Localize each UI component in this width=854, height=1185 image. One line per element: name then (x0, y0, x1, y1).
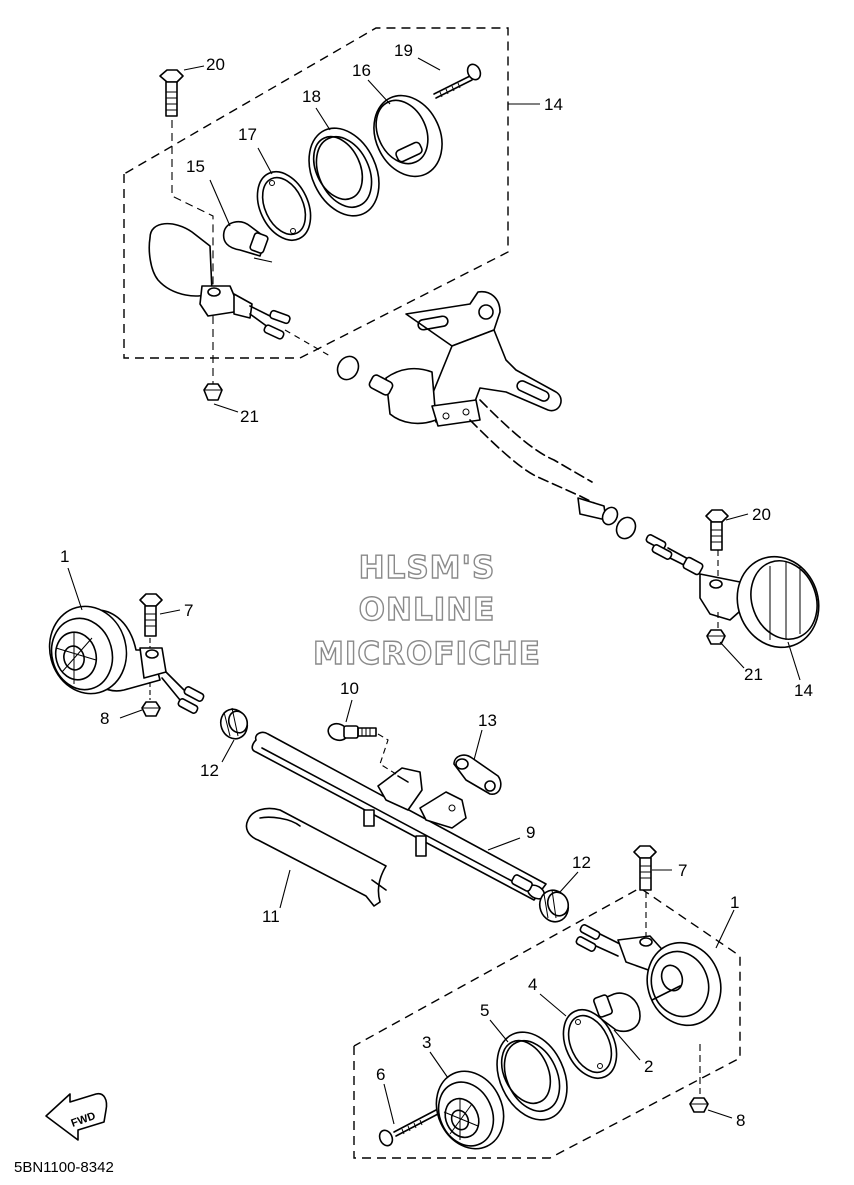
callout-12-right: 12 (572, 853, 591, 872)
gasket-17 (256, 171, 312, 241)
collar-12-left (219, 707, 249, 740)
rear-flasher-group-box (123, 27, 509, 359)
bulb-2 (593, 992, 641, 1032)
lens-5 (496, 1031, 568, 1121)
callout-7-left: 7 (184, 601, 193, 620)
callout-1-left: 1 (60, 547, 69, 566)
stay-brackets (363, 767, 467, 857)
callout-20-right: 20 (752, 505, 771, 524)
callout-4: 4 (528, 975, 537, 994)
collar-12-right (538, 889, 570, 923)
bolt-20-top (159, 69, 214, 290)
rear-flasher-right (645, 534, 820, 649)
watermark: HLSM'S ONLINE MICROFICHE (312, 549, 541, 672)
clamp-13 (453, 754, 502, 795)
bulb-15 (222, 220, 273, 263)
nut-8-left (141, 701, 161, 717)
callout-10: 10 (340, 679, 359, 698)
callout-13: 13 (478, 711, 497, 730)
bolt-7-left (139, 593, 163, 700)
gasket-4 (562, 1009, 618, 1079)
front-flasher-right-group-box (353, 887, 741, 1159)
screw-19 (433, 63, 482, 99)
callout-15: 15 (186, 157, 205, 176)
rim-3 (435, 1070, 505, 1150)
callout-8-right: 8 (736, 1111, 745, 1130)
callout-2: 2 (644, 1057, 653, 1076)
callout-18: 18 (302, 87, 321, 106)
forward-arrow-icon: FWD (45, 1092, 108, 1141)
callout-21-top: 21 (240, 407, 259, 426)
callout-14-top: 14 (544, 95, 563, 114)
watermark-line-1: HLSM'S (359, 550, 496, 586)
callout-labels: 20 19 16 18 14 17 15 21 20 1 7 21 10 14 … (60, 41, 813, 1130)
front-flasher-right-housing (575, 924, 722, 1094)
rear-stay-bracket (336, 290, 637, 540)
callout-14-right: 14 (794, 681, 813, 700)
callout-7-right: 7 (678, 861, 687, 880)
bolt-10 (327, 722, 397, 775)
front-flasher-left (48, 605, 205, 714)
callout-3: 3 (422, 1033, 431, 1052)
rim-16 (373, 94, 443, 178)
screw-6 (378, 1109, 439, 1147)
callout-6: 6 (376, 1065, 385, 1084)
callout-8-left: 8 (100, 709, 109, 728)
lens-18 (308, 127, 380, 217)
callout-21-right: 21 (744, 665, 763, 684)
callout-16: 16 (352, 61, 371, 80)
callout-leaders (67, 57, 801, 1125)
callout-20-top: 20 (206, 55, 225, 74)
diagram-code: 5BN1100-8342 (14, 1159, 114, 1176)
watermark-line-2: ONLINE (359, 592, 496, 628)
bolt-7-right (633, 845, 657, 936)
callout-1-right: 1 (730, 893, 739, 912)
rear-flasher-housing-top (148, 222, 331, 357)
callout-11: 11 (262, 907, 280, 926)
watermark-line-3: MICROFICHE (313, 636, 541, 672)
callout-17: 17 (238, 125, 257, 144)
nut-21-right (706, 629, 726, 645)
nut-21-top (203, 316, 223, 401)
callout-19: 19 (394, 41, 413, 60)
cover-11 (245, 807, 387, 907)
callout-9: 9 (526, 823, 535, 842)
callout-5: 5 (480, 1001, 489, 1020)
bolt-20-right (705, 509, 729, 551)
front-stay-pipe-9 (251, 731, 547, 901)
callout-12-left: 12 (200, 761, 219, 780)
nut-8-right (689, 1097, 709, 1113)
